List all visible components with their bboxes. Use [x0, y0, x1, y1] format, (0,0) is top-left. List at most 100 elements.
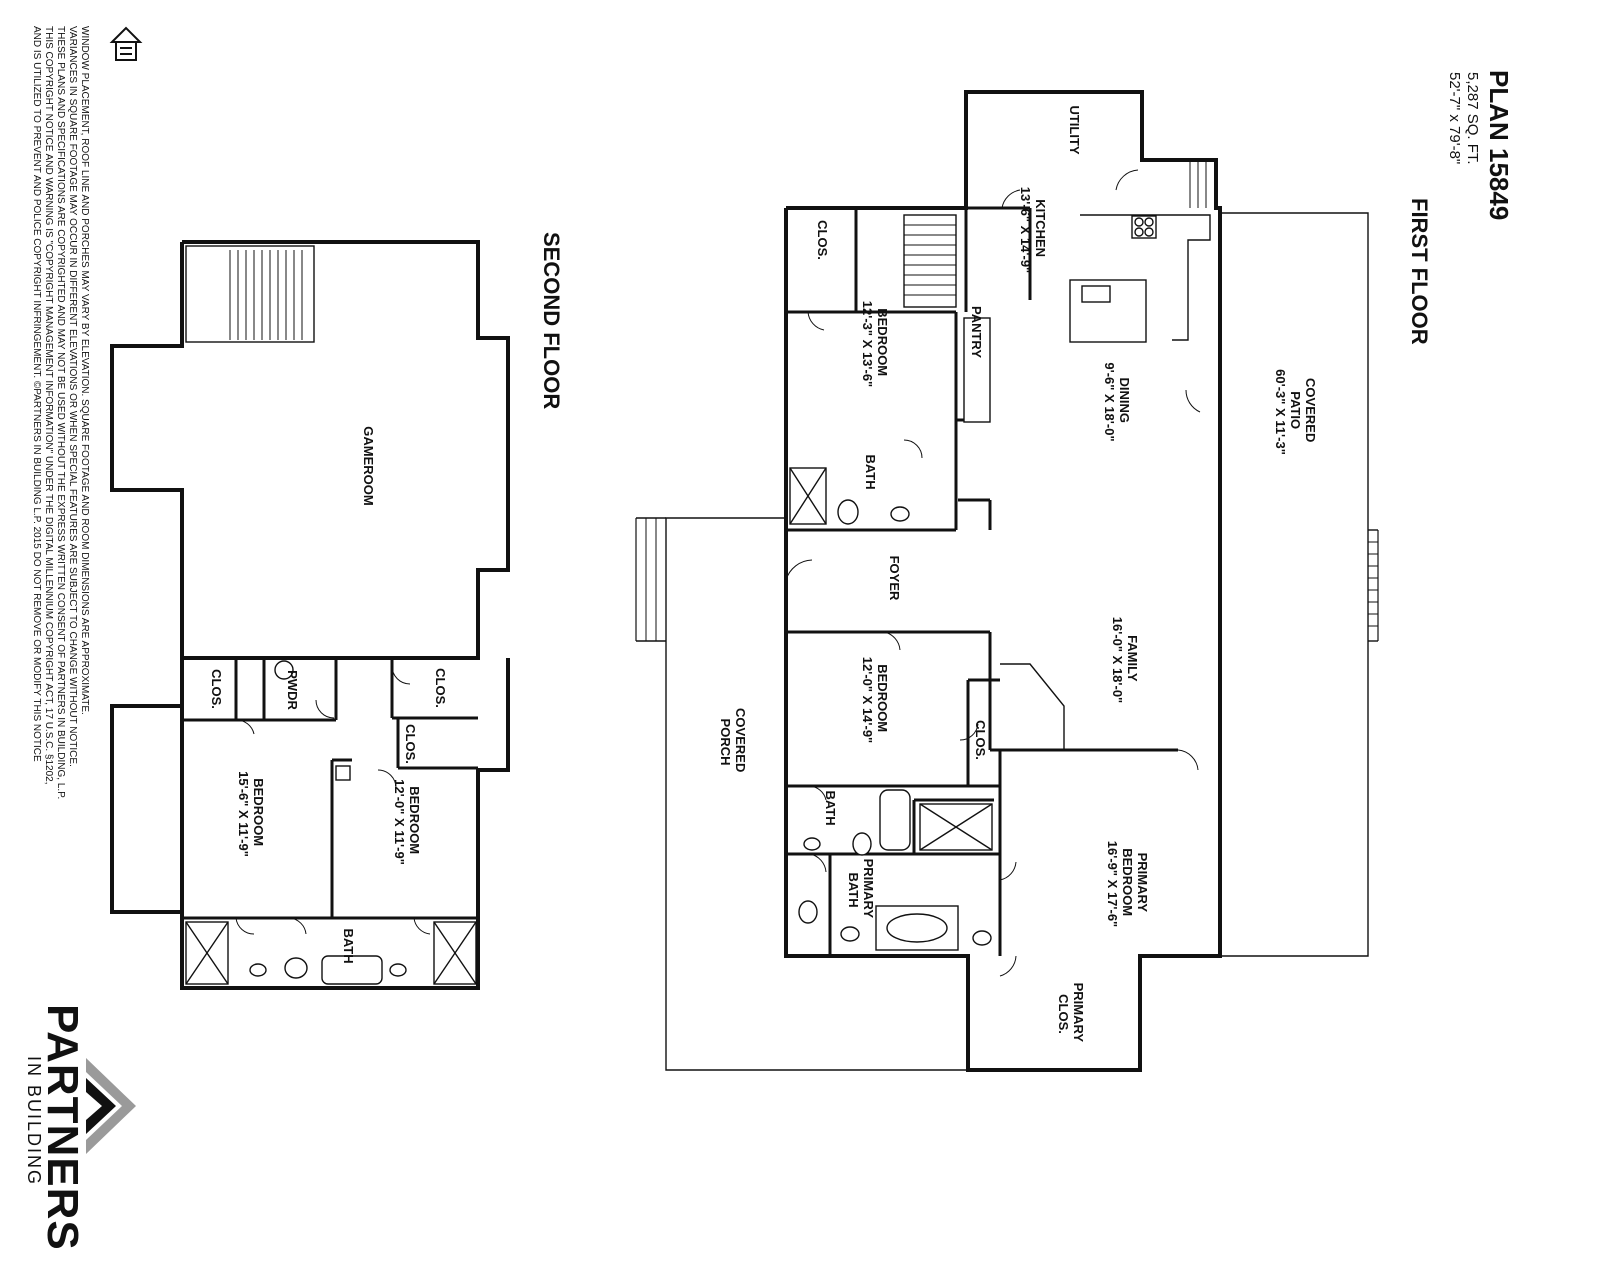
room-dining: DINING — [1117, 377, 1132, 423]
toilet-icon — [284, 957, 308, 979]
room-kitchen: KITCHEN — [1033, 199, 1048, 257]
svg-text:FAMILY 16'-0" X 18'-0": FAMILY 16'-0" X 18'-0" — [1110, 617, 1140, 703]
first-floor-exterior-wall — [784, 90, 1222, 1072]
svg-text:BEDROOM 12'-0" X 11'-9": BEDROOM 12'-0" X 11'-9" — [392, 779, 422, 865]
room-dining-size: 9'-6" X 18'-0" — [1102, 362, 1117, 441]
patio-outline — [1220, 212, 1369, 957]
room-bath-upper: BATH — [341, 928, 356, 963]
svg-text:CLOS.: CLOS. — [973, 720, 988, 760]
notice-line-3: THESE PLANS AND SPECIFICATIONS ARE COPYR… — [55, 26, 66, 799]
svg-text:PRIMARY CLOS.: PRIMARY CLOS. — [1056, 983, 1086, 1046]
sink-icon — [389, 963, 407, 977]
svg-text:PWDR: PWDR — [285, 670, 300, 710]
sink-icon — [840, 926, 860, 942]
room-bedroom-b: BEDROOM — [407, 786, 422, 854]
svg-text:CLOS.: CLOS. — [433, 668, 448, 708]
room-family-size: 16'-0" X 18'-0" — [1110, 617, 1125, 703]
notice-line-4: THIS COPYRIGHT NOTICE AND WARNING IS "CO… — [43, 26, 54, 785]
room-bath-1: BATH — [863, 454, 878, 489]
sink-icon — [803, 837, 821, 851]
room-patio: COVERED — [1303, 378, 1318, 442]
second-floor-heading: SECOND FLOOR — [539, 232, 564, 409]
sink-icon — [890, 506, 910, 522]
column-icon — [335, 765, 351, 781]
copyright-notice: WINDOW PLACEMENT, ROOF LINE AND PORCHES … — [31, 26, 90, 799]
toilet-icon — [852, 832, 872, 856]
room-pantry: PANTRY — [969, 306, 984, 358]
room-primary-bath-2: BATH — [846, 872, 861, 907]
room-bedroom-a-size: 15'-6" X 11'-9" — [236, 771, 251, 857]
room-primary-clos: PRIMARY — [1071, 983, 1086, 1043]
toilet-icon — [274, 660, 294, 680]
room-bedroom-1-size: 12'-3" X 13'-6" — [860, 301, 875, 387]
first-floor-labels: UTILITY KITCHEN 13'-6" X 14'-9" PANTRY C… — [718, 105, 1318, 1046]
room-pwdr: PWDR — [285, 670, 300, 710]
notice-line-5: AND IS UTILIZED TO PREVENT AND POLICE CO… — [31, 26, 42, 762]
svg-text:CLOS.: CLOS. — [209, 669, 224, 709]
room-clos-a: CLOS. — [209, 669, 224, 709]
notice-line-2: VARIANCES IN SQUARE FOOTAGE MAY OCCUR IN… — [67, 26, 78, 767]
room-clos-stair: CLOS. — [815, 220, 830, 260]
partners-chevron-logo — [86, 1058, 136, 1154]
room-primary-bedroom-2: BEDROOM — [1120, 848, 1135, 916]
room-bedroom-a: BEDROOM — [251, 778, 266, 846]
room-porch-2: PORCH — [718, 719, 733, 766]
svg-text:KITCHEN 13'-6" X 14'-9": KITCHEN 13'-6" X 14'-9" — [1018, 187, 1048, 273]
svg-text:BEDROOM 12'-0" X 14'-9": BEDROOM 12'-0" X 14'-9" — [860, 657, 890, 743]
second-floor-exterior-wall — [180, 240, 510, 990]
svg-text:PRIMARY BEDROOM 16: PRIMARY BEDROOM 16'-9" X 17'-6" — [1105, 841, 1150, 927]
bathtub-icon — [879, 789, 911, 851]
svg-text:COVERED PORCH: COVERED PORCH — [718, 708, 748, 776]
room-patio-2: PATIO — [1288, 391, 1303, 429]
svg-text:BATH: BATH — [341, 928, 356, 963]
brand-name: PARTNERS — [38, 1004, 87, 1251]
first-floor-stair — [903, 214, 957, 308]
cooktop-icon — [1131, 215, 1157, 239]
room-patio-size: 60'-3" X 11'-3" — [1273, 369, 1288, 455]
second-floor-labels: GAMEROOM CLOS. PWDR CLOS. CLOS. BEDROOM … — [209, 426, 448, 963]
room-clos-c: CLOS. — [403, 724, 418, 764]
room-bedroom-2-size: 12'-0" X 14'-9" — [860, 657, 875, 743]
partners-logo: PARTNERS IN BUILDING — [24, 1004, 136, 1251]
notice-line-1: WINDOW PLACEMENT, ROOF LINE AND PORCHES … — [79, 26, 90, 715]
svg-text:DINING 9'-6" X 18'-0": DINING 9'-6" X 18'-0" — [1102, 362, 1132, 441]
svg-text:BATH: BATH — [863, 454, 878, 489]
room-bedroom-1: BEDROOM — [875, 308, 890, 376]
room-foyer: FOYER — [887, 556, 902, 601]
room-utility: UTILITY — [1067, 105, 1082, 154]
first-floor-plan — [635, 90, 1379, 1072]
equal-housing-icon — [109, 26, 143, 61]
pantry-shelf — [963, 317, 991, 423]
kitchen-sink-icon — [1081, 285, 1111, 303]
svg-text:GAMEROOM: GAMEROOM — [361, 426, 376, 505]
svg-text:CLOS.: CLOS. — [403, 724, 418, 764]
toilet-icon — [798, 900, 818, 924]
sink-icon — [249, 963, 267, 977]
plan-sqft: 5,287 SQ. FT. — [1464, 72, 1481, 165]
bathtub-icon — [321, 955, 383, 985]
first-floor-heading: FIRST FLOOR — [1407, 198, 1432, 345]
sink-icon — [972, 930, 992, 946]
porch-outline — [665, 517, 1140, 1071]
room-porch: COVERED — [733, 708, 748, 772]
svg-text:FOYER: FOYER — [887, 556, 902, 601]
svg-text:BATH: BATH — [823, 790, 838, 825]
room-clos-b: CLOS. — [433, 668, 448, 708]
room-primary-bath: PRIMARY — [861, 859, 876, 919]
plan-title: PLAN 15849 — [1484, 70, 1514, 220]
room-family: FAMILY — [1125, 635, 1140, 682]
svg-text:UTILITY: UTILITY — [1067, 105, 1082, 154]
room-gameroom: GAMEROOM — [361, 426, 376, 505]
plan-dimensions: 52'-7" x 79'-8" — [1446, 72, 1463, 164]
room-primary-bedroom-size: 16'-9" X 17'-6" — [1105, 841, 1120, 927]
toilet-icon — [837, 499, 859, 525]
svg-text:PANTRY: PANTRY — [969, 306, 984, 358]
room-clos-2: CLOS. — [973, 720, 988, 760]
svg-text:COVERED PATIO 60'-: COVERED PATIO 60'-3" X 11'-3" — [1273, 369, 1318, 455]
svg-text:BEDROOM 12'-3" X 13'-6": BEDROOM 12'-3" X 13'-6" — [860, 301, 890, 387]
svg-text:BEDROOM 15'-6" X 11'-9": BEDROOM 15'-6" X 11'-9" — [236, 771, 266, 857]
svg-text:CLOS.: CLOS. — [815, 220, 830, 260]
brand-sub: IN BUILDING — [24, 1056, 44, 1186]
room-primary-bedroom: PRIMARY — [1135, 853, 1150, 913]
